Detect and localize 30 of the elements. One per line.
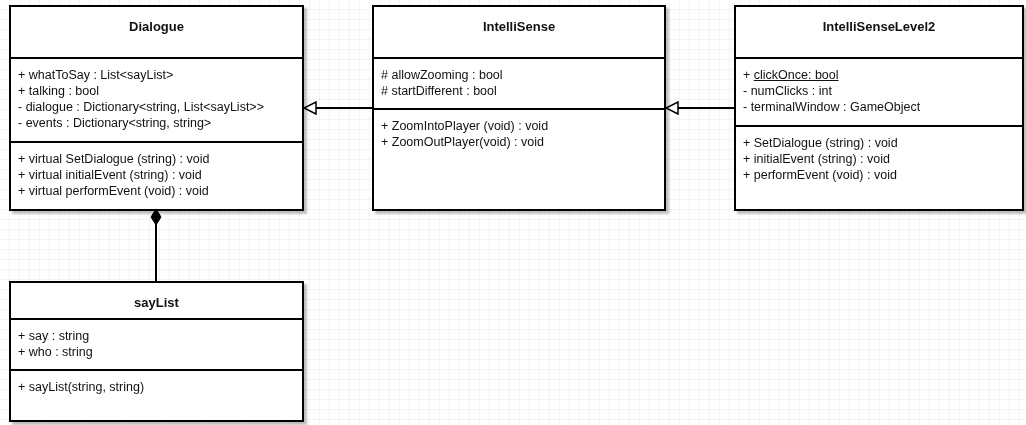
member-text: + initialEvent (string) : void [743, 151, 891, 167]
member-text: + talking : bool [18, 83, 100, 99]
member-text: - terminalWindow : GameObject [743, 99, 922, 115]
class-box [9, 5, 304, 211]
member-text: - events : Dictionary<string, string> [18, 115, 213, 131]
member-text: + virtual performEvent (void) : void [18, 183, 210, 199]
class-name: sayList [134, 294, 179, 312]
member-text: # startDifferent : bool [381, 83, 498, 99]
generalization-arrow [303, 101, 373, 115]
member-text: + ZoomIntoPlayer (void) : void [381, 118, 550, 134]
member-text: + ZoomOutPlayer(void) : void [381, 134, 545, 150]
class-box [734, 5, 1024, 211]
member-text: + who : string [18, 344, 94, 360]
member-text: + virtual SetDialogue (string) : void [18, 151, 211, 167]
member-text: + performEvent (void) : void [743, 167, 898, 183]
class-box [372, 5, 666, 211]
generalization-arrow [665, 101, 735, 115]
member-text: + sayList(string, string) [18, 379, 146, 395]
member-text: + virtual initialEvent (string) : void [18, 167, 203, 183]
class-name: Dialogue [129, 18, 184, 36]
member-text: + whatToSay : List<sayList> [18, 67, 175, 83]
member-text: + say : string [18, 328, 91, 344]
member-text: - dialogue : Dictionary<string, List<sayList>> [18, 99, 265, 115]
member-text: - numClicks : int [743, 83, 833, 99]
member-text: # allowZooming : bool [381, 67, 504, 83]
member-text: + SetDialogue (string) : void [743, 135, 899, 151]
class-name: IntelliSense [482, 18, 556, 36]
member-text: + clickOnce: bool [743, 67, 840, 83]
class-name: IntelliSenseLevel2 [822, 18, 936, 36]
class-box [9, 281, 304, 422]
